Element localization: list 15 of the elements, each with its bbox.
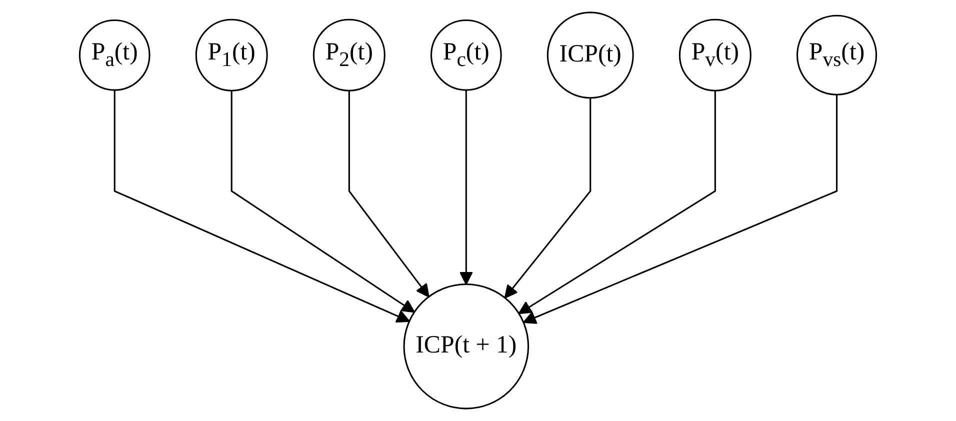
arrow [522,94,838,324]
arrow [114,90,410,323]
arrow [459,90,473,285]
node-circle: P$_{a}$(t) [78,19,150,91]
node-circle: P$_{c}$(t) [430,19,502,91]
node-circle: ICP(t + 1) [403,283,530,410]
arrow [348,90,430,298]
node-circle: P$_{vs}$(t) [796,14,878,96]
node-circle: P$_{2}$(t) [312,18,386,92]
node-circle: ICP(t) [546,12,634,99]
arrow [230,90,415,313]
node-circle: P$_{1}$(t) [195,18,268,92]
arrow [504,98,592,298]
arrow [518,90,716,314]
node-circle: P$_{v}$(t) [678,18,752,92]
